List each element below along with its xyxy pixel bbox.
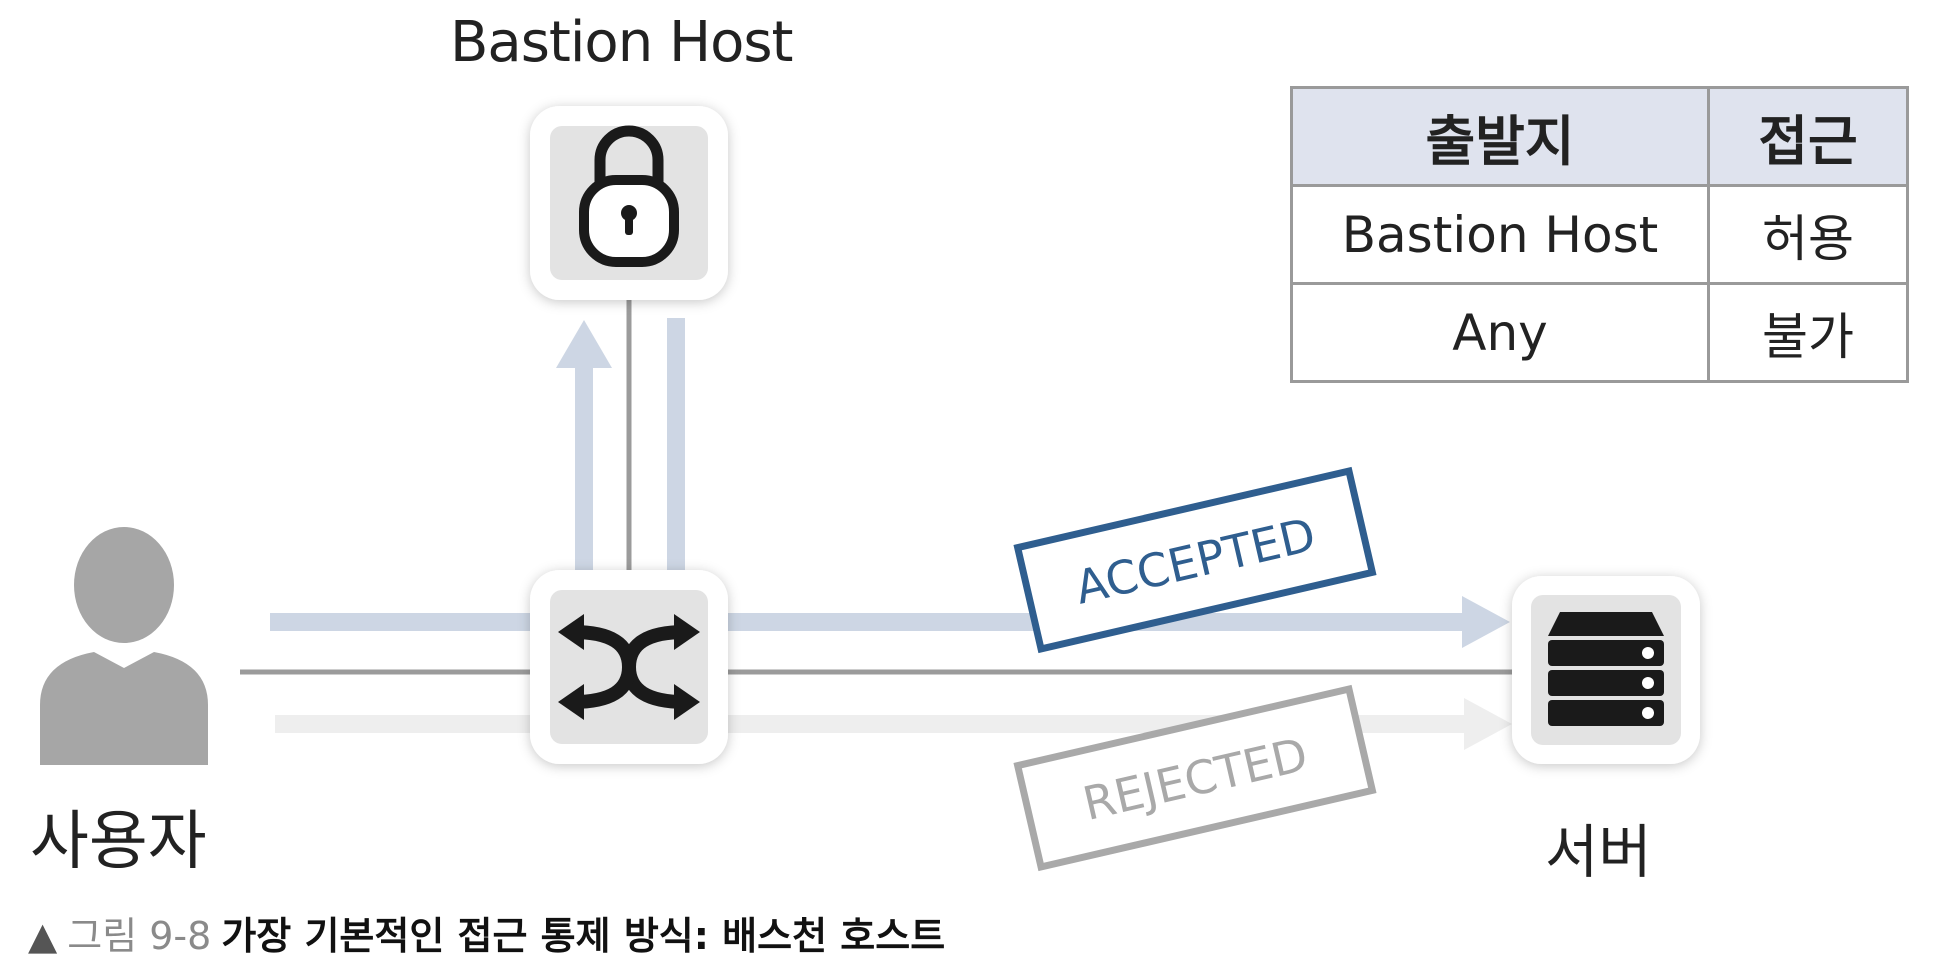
cell-source: Bastion Host [1290, 184, 1710, 285]
bastion-host-node [530, 106, 728, 300]
caption-text: 가장 기본적인 접근 통제 방식: 배스천 호스트 [221, 914, 946, 958]
server-label: 서버 [1545, 818, 1652, 886]
server-node [1512, 576, 1700, 764]
table-header-row: 출발지 접근 [1290, 86, 1909, 187]
network-wires [240, 290, 1540, 675]
server-icon [1548, 612, 1664, 726]
cell-source: Any [1290, 282, 1710, 383]
user-label: 사용자 [30, 805, 207, 879]
caption-figure-number: 그림 9-8 [67, 914, 212, 958]
caption-triangle-icon: ▲ [28, 914, 58, 958]
access-rule-table: 출발지 접근 Bastion Host 허용 Any 불가 [1290, 86, 1909, 383]
accepted-stamp: ACCEPTED [1013, 466, 1377, 654]
header-access: 접근 [1707, 86, 1909, 187]
user-icon [40, 527, 208, 765]
switch-node [530, 570, 728, 764]
switch-icon [558, 614, 700, 720]
table-row: Bastion Host 허용 [1290, 184, 1909, 285]
bastion-host-label: Bastion Host [450, 10, 793, 75]
rejected-stamp: REJECTED [1013, 684, 1377, 872]
header-source: 출발지 [1290, 86, 1710, 187]
lock-icon [579, 125, 679, 267]
cell-access: 허용 [1707, 184, 1909, 285]
cell-access: 불가 [1707, 282, 1909, 383]
table-row: Any 불가 [1290, 282, 1909, 383]
